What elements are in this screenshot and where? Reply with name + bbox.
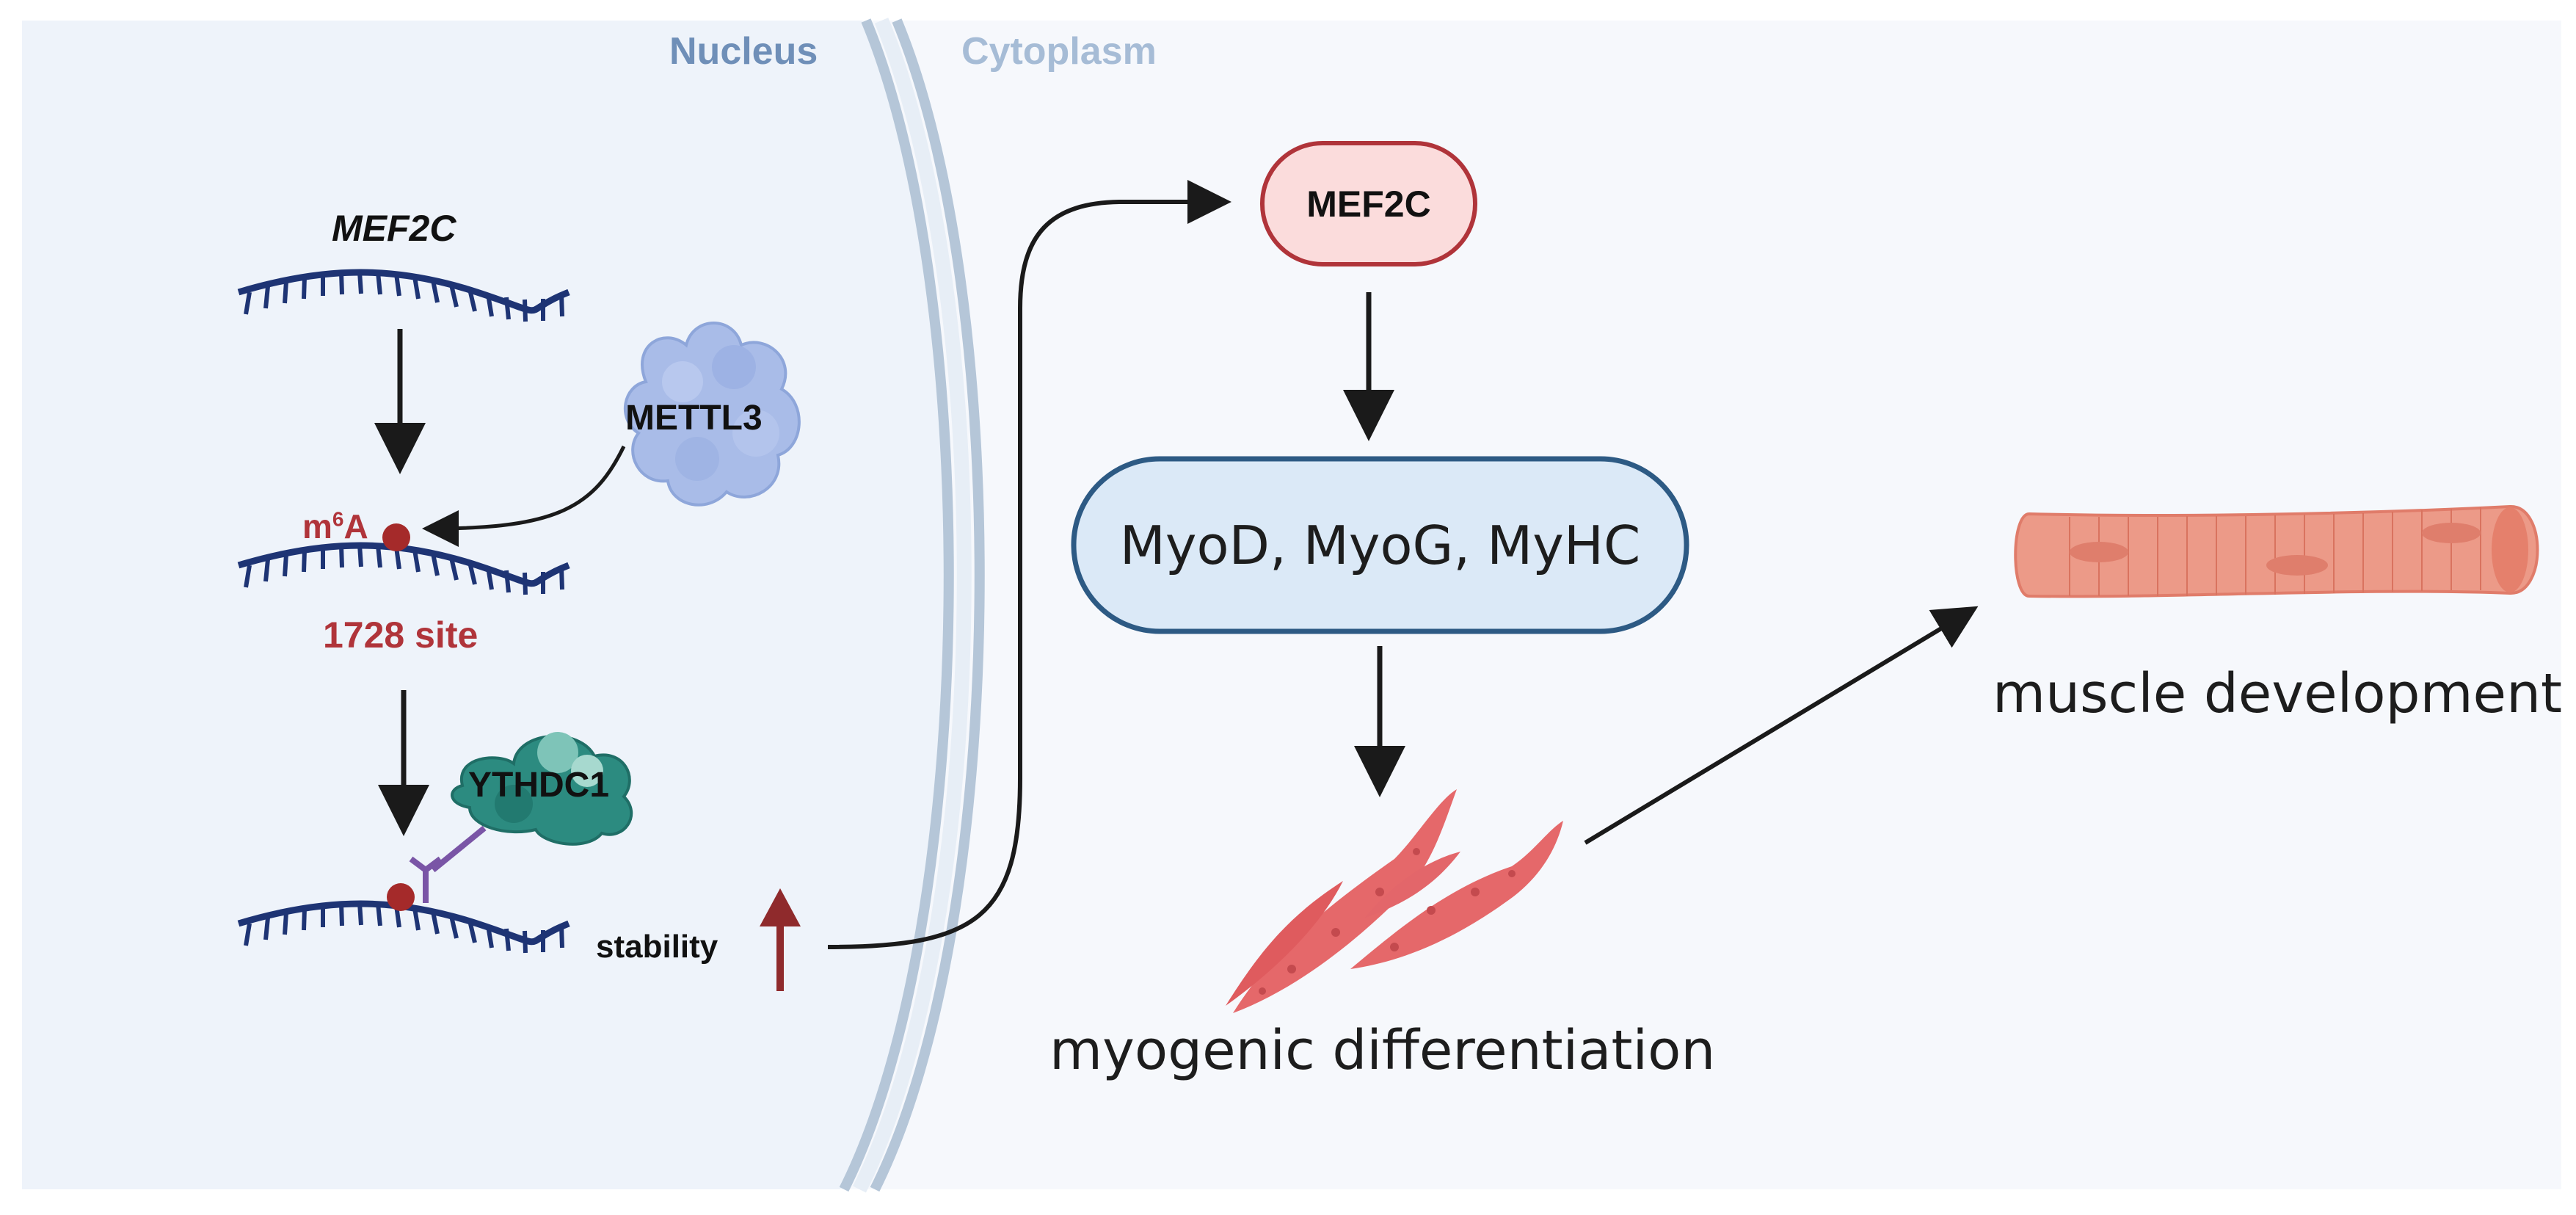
gene-label: MEF2C	[332, 208, 456, 249]
reader-protein-label: YTHDC1	[468, 766, 610, 805]
protein-blob-icon	[451, 732, 633, 846]
up-arrow-icon	[760, 888, 801, 991]
arrow-mettl3-to-m6a	[422, 445, 626, 547]
methyl-dot-icon	[382, 523, 410, 551]
m6a-label: m6A	[302, 507, 368, 546]
mrna-strand-icon	[237, 900, 570, 954]
muscle-fiber-icon	[2014, 504, 2539, 598]
mrna-strand-icon	[237, 542, 570, 595]
nuclear-membrane	[839, 18, 985, 1193]
cytoplasm-label: Cytoplasm	[961, 30, 1157, 73]
mef2c-protein-label: MEF2C	[1306, 183, 1431, 225]
arrow-export-to-cytoplasm	[827, 180, 1231, 949]
arrow-differentiation-to-development	[1584, 606, 1979, 845]
stability-label: stability	[596, 929, 718, 965]
mrna-strand-icon	[237, 269, 570, 322]
m6a-base: m	[302, 507, 332, 545]
mef2c-protein-box	[1260, 141, 1477, 266]
methyl-dot-icon	[387, 883, 415, 911]
m6a-letter: A	[343, 507, 368, 545]
protein-blob-icon	[624, 322, 801, 507]
reader-binding-icon	[409, 825, 487, 903]
development-label: muscle development	[1993, 662, 2562, 725]
markers-label: MyoD, MyoG, MyHC	[1119, 514, 1641, 576]
nucleus-label: Nucleus	[669, 30, 818, 73]
site-label: 1728 site	[323, 614, 479, 656]
differentiation-label: myogenic differentiation	[1049, 1019, 1716, 1082]
nucleus-background	[22, 21, 945, 1189]
writer-protein-label: METTL3	[625, 399, 763, 438]
markers-box	[1071, 456, 1689, 634]
myoblast-cells-icon	[1226, 789, 1563, 1013]
m6a-superscript: 6	[332, 507, 344, 531]
